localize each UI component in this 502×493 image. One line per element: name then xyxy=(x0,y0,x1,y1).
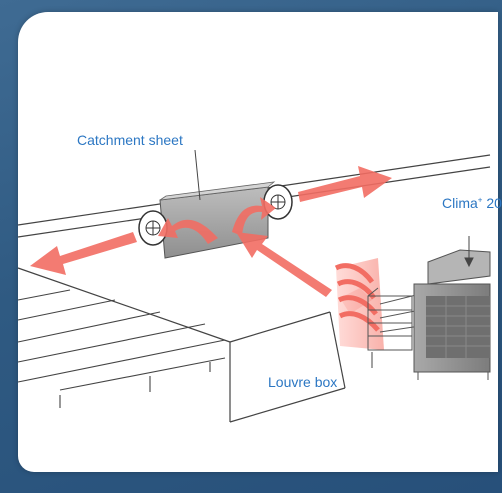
louvre-box xyxy=(334,258,413,351)
shelving-rack xyxy=(17,289,226,408)
page-frame: Catchment sheet Clima+ 20 Louvre box xyxy=(17,132,502,423)
diagram-panel: Catchment sheet Clima+ 20 Louvre box xyxy=(17,12,502,472)
label-catchment-sheet: Catchment sheet xyxy=(77,132,183,148)
label-louvre-box: Louvre box xyxy=(268,374,338,390)
leader-lines xyxy=(194,149,474,368)
label-clima-number: 20 xyxy=(486,195,502,211)
shelter-block xyxy=(17,267,346,423)
diagram-canvas xyxy=(17,149,491,423)
clima-unit xyxy=(413,249,491,380)
label-clima-name: Clima xyxy=(442,195,478,211)
unit-links xyxy=(379,293,421,333)
arrow-curve-right xyxy=(232,197,276,236)
left-fan xyxy=(138,210,168,246)
arrow-curve-left xyxy=(158,218,218,244)
arrow-diagonal xyxy=(236,232,332,297)
arrow-out-left xyxy=(30,232,137,275)
label-clima: Clima+ 20 xyxy=(442,195,502,211)
label-clima-sup: + xyxy=(477,195,483,205)
arrow-out-right xyxy=(298,166,392,202)
